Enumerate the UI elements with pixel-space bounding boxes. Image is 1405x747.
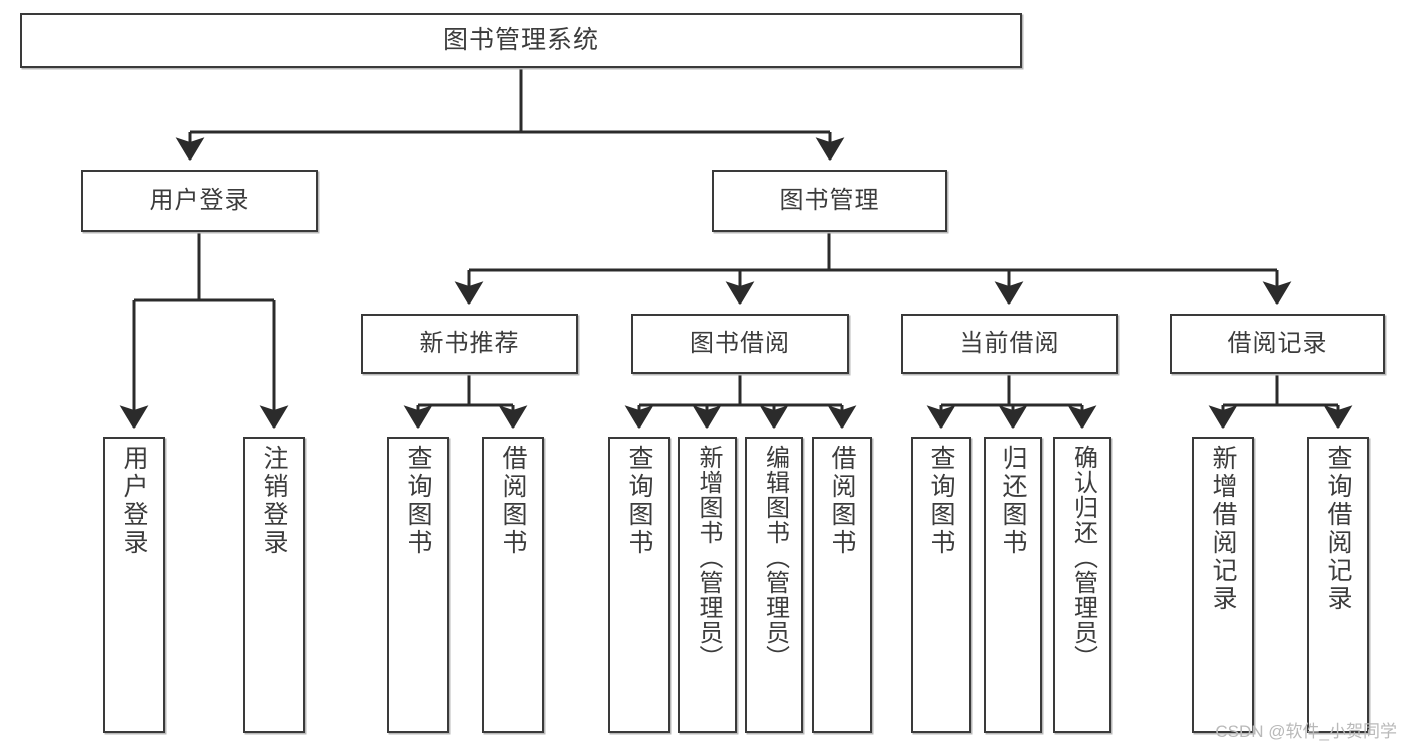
watermark: CSDN @软件_小贺同学	[1215, 722, 1397, 741]
node-leaf-user-login-label: 用户登录	[120, 445, 148, 557]
node-leaf-edit-book[interactable]: 编辑图书（管理员）	[745, 437, 803, 733]
node-leaf-add-record-label: 新增借阅记录	[1209, 445, 1237, 613]
node-leaf-logout[interactable]: 注销登录	[243, 437, 305, 733]
node-book-manage-label: 图书管理	[779, 186, 880, 214]
node-user-login-label: 用户登录	[149, 186, 250, 214]
node-leaf-query-book-3[interactable]: 查询图书	[911, 437, 971, 733]
node-current-borrow[interactable]: 当前借阅	[901, 314, 1118, 374]
node-leaf-add-book[interactable]: 新增图书（管理员）	[678, 437, 737, 733]
node-leaf-add-record[interactable]: 新增借阅记录	[1192, 437, 1254, 733]
node-leaf-query-book-2[interactable]: 查询图书	[608, 437, 670, 733]
node-leaf-query-book-1-label: 查询图书	[404, 445, 432, 557]
node-book-borrow-label: 图书借阅	[690, 329, 790, 357]
node-leaf-borrow-book-2[interactable]: 借阅图书	[812, 437, 872, 733]
node-leaf-query-book-2-label: 查询图书	[625, 445, 653, 557]
node-leaf-edit-book-label: 编辑图书（管理员）	[761, 445, 789, 670]
node-leaf-return-book[interactable]: 归还图书	[984, 437, 1042, 733]
node-root[interactable]: 图书管理系统	[20, 13, 1022, 68]
node-new-book-rec[interactable]: 新书推荐	[361, 314, 578, 374]
node-book-manage[interactable]: 图书管理	[712, 170, 947, 232]
node-leaf-user-login[interactable]: 用户登录	[103, 437, 165, 733]
node-leaf-confirm-return[interactable]: 确认归还（管理员）	[1053, 437, 1111, 733]
node-current-borrow-label: 当前借阅	[959, 329, 1060, 357]
node-leaf-logout-label: 注销登录	[260, 445, 288, 557]
node-root-label: 图书管理系统	[442, 25, 599, 54]
node-leaf-query-record-label: 查询借阅记录	[1324, 445, 1352, 613]
node-leaf-borrow-book-1[interactable]: 借阅图书	[482, 437, 544, 733]
node-new-book-rec-label: 新书推荐	[419, 329, 520, 357]
node-leaf-confirm-return-label: 确认归还（管理员）	[1069, 445, 1097, 670]
node-leaf-query-record[interactable]: 查询借阅记录	[1307, 437, 1369, 733]
node-book-borrow[interactable]: 图书借阅	[631, 314, 849, 374]
node-leaf-borrow-book-1-label: 借阅图书	[499, 445, 527, 557]
node-leaf-add-book-label: 新增图书（管理员）	[694, 445, 722, 670]
node-leaf-query-book-3-label: 查询图书	[927, 445, 955, 557]
node-leaf-query-book-1[interactable]: 查询图书	[387, 437, 449, 733]
node-leaf-return-book-label: 归还图书	[999, 445, 1027, 557]
node-leaf-borrow-book-2-label: 借阅图书	[828, 445, 856, 557]
node-user-login[interactable]: 用户登录	[81, 170, 318, 232]
node-borrow-record[interactable]: 借阅记录	[1170, 314, 1385, 374]
node-borrow-record-label: 借阅记录	[1227, 329, 1328, 357]
